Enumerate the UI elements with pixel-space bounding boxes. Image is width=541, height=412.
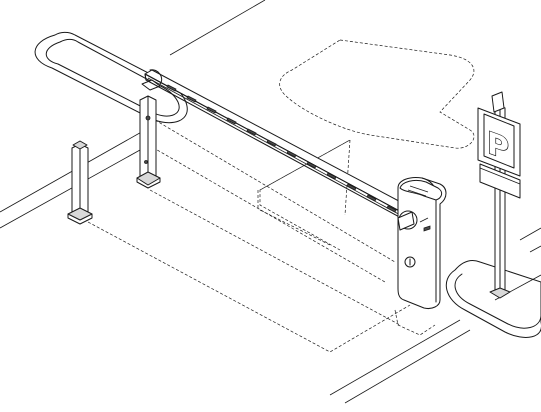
dashed-ground-loop <box>87 119 436 353</box>
barrier-boom-arm <box>144 69 413 221</box>
photocell-column <box>67 140 93 225</box>
left-traffic-island <box>34 31 188 124</box>
parking-sign: P <box>477 91 521 299</box>
right-traffic-island <box>445 259 541 338</box>
barrier-cabinet <box>397 177 447 309</box>
boom-reflector-strips <box>166 84 397 213</box>
barrier-rest-post <box>136 79 161 189</box>
parking-sign-letter: P <box>487 125 509 168</box>
dashed-parking-area <box>279 39 475 149</box>
